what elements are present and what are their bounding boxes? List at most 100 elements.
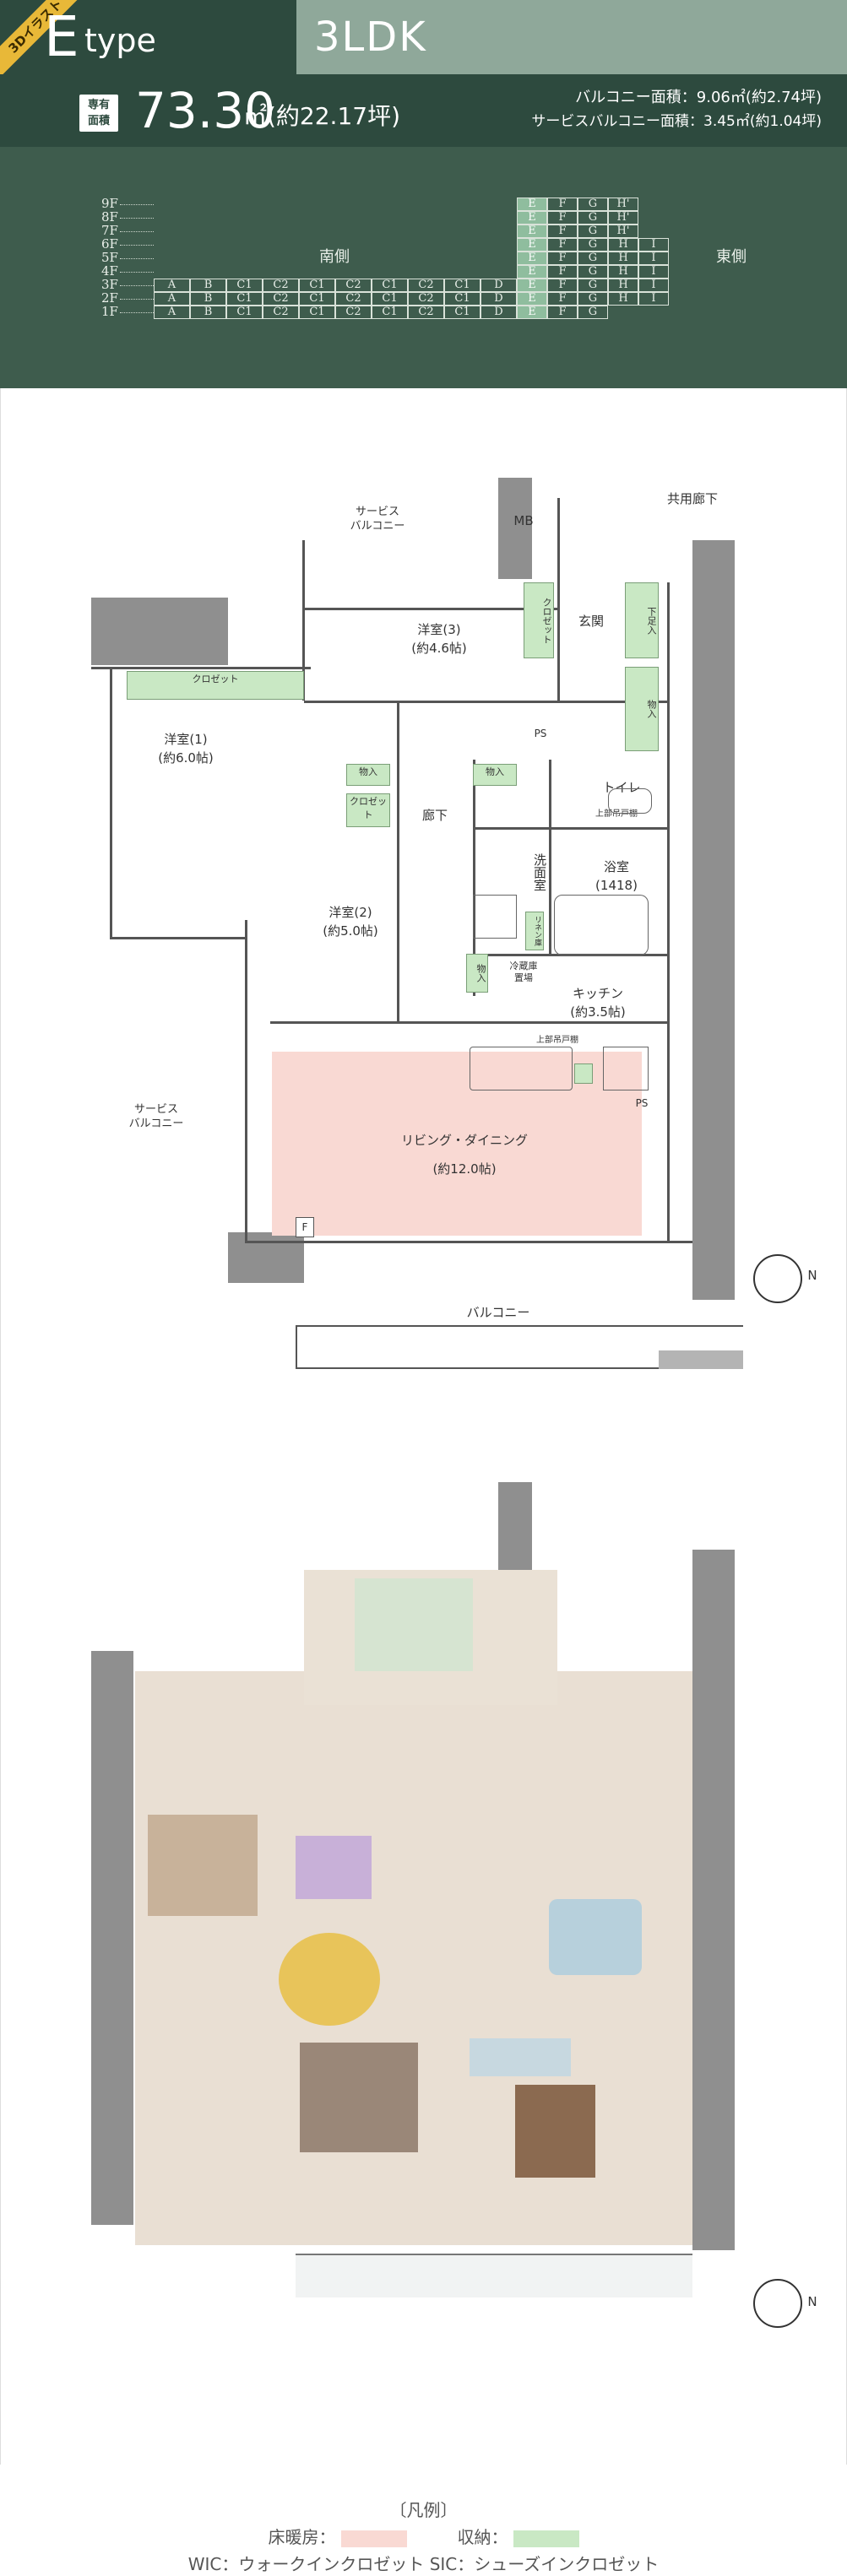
upper-cabinet-label-2: 上部吊戸棚 [536, 1036, 578, 1045]
ill-bathtub [549, 1899, 642, 1975]
wall-line [557, 498, 560, 701]
fridge-label: 冷蔵庫 置場 [509, 961, 538, 983]
wall-mb [498, 478, 532, 579]
unit-cell: F [547, 265, 578, 279]
unit-cell: C2 [263, 292, 299, 306]
compass-icon-2 [753, 2279, 802, 2328]
western-room-1-label: 洋室(1) (約6.0帖) [158, 732, 214, 766]
ill-kitchen-counter [470, 2038, 571, 2076]
storage-label: 物入 [359, 766, 377, 777]
closet-western1: クロゼット [127, 671, 304, 700]
unit-cell: C2 [335, 306, 372, 319]
closet-label: クロゼット [192, 674, 239, 685]
unit-cell: E [517, 225, 547, 238]
unit-cell: C2 [335, 292, 372, 306]
floor-heating-legend-label: 床暖房： [268, 2527, 336, 2547]
area-info-bar [0, 74, 847, 147]
floor-label: 6F [101, 236, 118, 252]
unit-cell: G [578, 279, 608, 292]
kitchen-label: キッチン (約3.5帖) [570, 986, 626, 1020]
entrance-storage: 物入 [625, 667, 659, 751]
unit-cell: C1 [372, 306, 408, 319]
ill-dining-table [515, 2085, 595, 2178]
unit-cell: I [638, 292, 669, 306]
unit-cell: F [547, 211, 578, 225]
unit-cell: H [608, 252, 638, 265]
shoe-box: 下足入 [625, 582, 659, 658]
type-letter: E [44, 4, 79, 69]
western-room-3-label: 洋室(3) (約4.6帖) [411, 622, 467, 656]
unit-cell: D [481, 306, 517, 319]
unit-cell: D [481, 279, 517, 292]
floor-heating-swatch [340, 2530, 407, 2547]
building-key-plan [0, 147, 847, 388]
storage-washroom: 物入 [473, 764, 517, 786]
balcony-rail [296, 1325, 743, 1327]
balcony-rail [296, 1325, 297, 1369]
unit-cell: G [578, 265, 608, 279]
layout-title: 3LDK [314, 14, 427, 61]
balcony-unit [659, 1350, 743, 1369]
floor-guide-line [120, 299, 154, 300]
living-dining-label: リビング・ダイニング (約12.0帖) [400, 1133, 528, 1177]
wall-line [245, 920, 247, 1241]
type-word: type [84, 22, 156, 59]
floor-label: 2F [101, 290, 118, 306]
balcony-area: バルコニー面積：9.06㎡(約2.74坪) [575, 89, 822, 106]
floor-guide-line [120, 258, 154, 259]
unit-cell: H' [608, 225, 638, 238]
unit-cell: C1 [226, 306, 263, 319]
closet-western3: クロゼット [524, 582, 554, 658]
unit-cell: D [481, 292, 517, 306]
wall-line [304, 701, 667, 703]
bath-label: 浴室 (1418) [595, 859, 638, 893]
unit-cell: C1 [444, 306, 481, 319]
balcony-label: バルコニー [466, 1305, 530, 1320]
unit-cell: C1 [226, 292, 263, 306]
unit-cell: C1 [299, 306, 335, 319]
unit-cell: E [517, 198, 547, 211]
closet-label: クロゼット [541, 597, 552, 644]
unit-cell: G [578, 306, 608, 319]
unit-cell: F [547, 279, 578, 292]
unit-cell: A [154, 292, 190, 306]
unit-cell: E [517, 238, 547, 252]
wall-gap [228, 598, 304, 665]
unit-cell: B [190, 279, 226, 292]
floor-guide-line [120, 272, 154, 273]
unit-cell: H [608, 292, 638, 306]
floor-guide-line [120, 285, 154, 286]
legend-row: 床暖房：収納： [0, 2524, 847, 2548]
floor-guide-line [120, 231, 154, 232]
ill-sofa [300, 2043, 418, 2152]
unit-cell: E [517, 279, 547, 292]
unit-cell: C1 [444, 292, 481, 306]
unit-cell: I [638, 265, 669, 279]
unit-cell: H' [608, 211, 638, 225]
area-unit: ㎡(約22.17坪) [243, 102, 401, 130]
ps-label-1: PS [534, 728, 547, 739]
wall-line [91, 667, 311, 669]
service-balcony-left-label: サービス バルコニー [128, 1103, 184, 1130]
unit-cell: C2 [408, 306, 444, 319]
wall-line [667, 582, 670, 1241]
floor-label: 3F [101, 277, 118, 292]
unit-cell: G [578, 198, 608, 211]
unit-cell: G [578, 211, 608, 225]
washroom-label: 洗面室 [532, 852, 547, 891]
entrance-label: 玄関 [578, 614, 604, 629]
unit-cell: E [517, 306, 547, 319]
floor-guide-line [120, 204, 154, 205]
ill-wall-east [692, 1550, 735, 2250]
wall-line [302, 540, 305, 701]
storage-label: 物入 [646, 700, 657, 718]
unit-cell: E [517, 252, 547, 265]
area-label-text: 専有面積 [87, 99, 110, 127]
kitchen-storage-small [574, 1063, 593, 1084]
ill-rug [279, 1933, 380, 2026]
compass-n-2: N [807, 2294, 817, 2309]
ill-balcony [296, 2254, 692, 2297]
unit-cell: C2 [408, 279, 444, 292]
floor-label: 4F [101, 263, 118, 279]
unit-cell: C1 [372, 279, 408, 292]
